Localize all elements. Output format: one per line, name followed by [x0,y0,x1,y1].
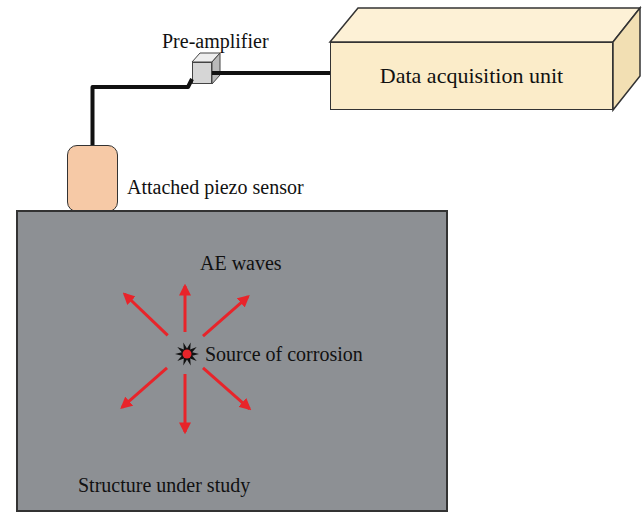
box-side [613,8,640,110]
structure-block: Structure under study Source of corrosion… [16,210,448,512]
piezo-sensor: Attached piezo sensor [67,145,118,212]
node-label: Data acquisition unit [380,63,563,88]
preamp-box: Pre-amplifier [192,62,212,84]
wave-arrow [122,368,167,408]
wave-arrow [184,374,187,432]
corrosion-burst [175,342,199,366]
wave-arrow [203,368,250,409]
wave-arrow [125,294,168,335]
wave-arrow [203,297,248,337]
node-label: Structure under study [78,474,250,497]
wave-arrow [184,286,187,332]
cube-side [212,53,220,84]
cable [212,71,330,75]
corrosion-source: Source of corrosion [175,342,199,366]
wave-label: AE waves [200,252,282,275]
daq-box: Data acquisition unit [330,42,613,110]
node-label: Pre-amplifier [162,30,269,53]
node-label: Source of corrosion [205,343,363,366]
box-top [330,8,640,42]
node-label: Attached piezo sensor [127,176,304,199]
cable [93,79,193,145]
